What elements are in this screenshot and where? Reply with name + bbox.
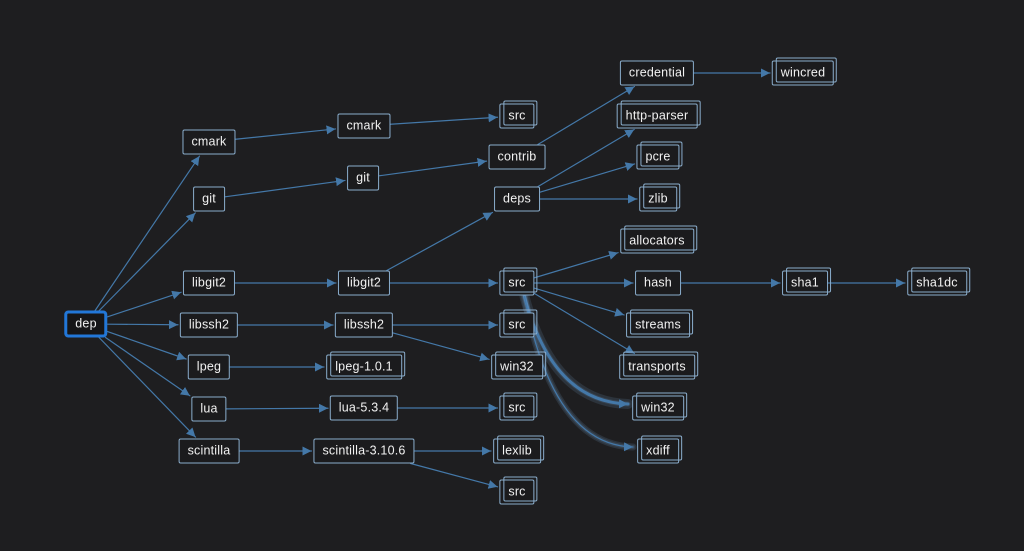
edge-contrib-credential <box>537 85 636 146</box>
graph-node-lpeg-1-0-1[interactable]: lpeg-1.0.1 <box>326 351 405 380</box>
edge-src-libgit2-allocators <box>533 250 619 279</box>
edge-dep-libssh2-1 <box>106 320 179 330</box>
graph-node-src-cmark[interactable]: src <box>499 100 538 129</box>
edge-libgit2-2-deps <box>386 211 494 272</box>
graph-node-win32-libssh2[interactable]: win32 <box>491 351 546 380</box>
graph-node-lua1[interactable]: lua <box>191 396 227 422</box>
graph-node-scintilla1[interactable]: scintilla <box>178 438 240 464</box>
graph-node-credential[interactable]: credential <box>619 60 695 86</box>
graph-node-win32-libgit2[interactable]: win32 <box>632 392 687 421</box>
graph-node-git1[interactable]: git <box>193 186 225 212</box>
graph-node-git2[interactable]: git <box>347 165 379 191</box>
graph-node-lexlib[interactable]: lexlib <box>493 435 544 464</box>
edge-dep-libgit2-1 <box>106 290 182 318</box>
edge-src-libgit2-streams <box>533 287 625 317</box>
graph-node-src-lua[interactable]: src <box>499 392 538 421</box>
graph-node-transports[interactable]: transports <box>619 351 698 380</box>
graph-node-deps[interactable]: deps <box>494 186 540 212</box>
graph-node-xdiff[interactable]: xdiff <box>637 435 682 464</box>
edge-dep-lpeg1 <box>106 330 187 361</box>
graph-node-libgit2-1[interactable]: libgit2 <box>182 270 236 296</box>
graph-node-sha1dc[interactable]: sha1dc <box>907 267 970 296</box>
graph-node-src-libssh2[interactable]: src <box>499 309 538 338</box>
edge-src-libgit2-transports <box>533 292 636 355</box>
graph-node-src-scintilla[interactable]: src <box>499 476 538 505</box>
graph-node-lua-5-3-4[interactable]: lua-5.3.4 <box>329 395 399 421</box>
edge-lua1-lua-5-3-4 <box>225 403 329 413</box>
graph-node-zlib[interactable]: zlib <box>639 183 680 212</box>
edge-libssh2-2-win32-libssh2 <box>392 332 490 362</box>
edge-scintilla-3-10-6-src-scintilla <box>410 462 499 489</box>
graph-node-src-libgit2[interactable]: src <box>499 267 538 296</box>
edge-git2-contrib <box>378 157 488 177</box>
edge-dep-cmark1 <box>94 155 201 312</box>
edge-deps-http-parser <box>537 128 635 188</box>
edge-deps-pcre <box>539 162 636 193</box>
graph-node-pcre[interactable]: pcre <box>636 141 683 170</box>
graph-node-contrib[interactable]: contrib <box>488 144 546 170</box>
graph-node-hash[interactable]: hash <box>635 270 681 296</box>
graph-node-lpeg1[interactable]: lpeg <box>187 354 231 380</box>
graph-node-scintilla-3-10-6[interactable]: scintilla-3.10.6 <box>313 438 415 464</box>
graph-node-libssh2-2[interactable]: libssh2 <box>334 312 394 338</box>
edge-dep-scintilla1 <box>98 336 197 438</box>
edge-cmark2-src-cmark <box>389 113 499 125</box>
graph-node-libssh2-1[interactable]: libssh2 <box>179 312 239 338</box>
graph-node-http-parser[interactable]: http-parser <box>616 100 700 129</box>
graph-node-wincred[interactable]: wincred <box>771 57 838 86</box>
edge-git1-git2 <box>224 177 346 198</box>
graph-node-cmark2[interactable]: cmark <box>337 113 391 139</box>
graph-node-streams[interactable]: streams <box>626 309 693 338</box>
edge-dep-lua1 <box>104 336 191 397</box>
edge-dep-git1 <box>98 212 196 312</box>
graph-node-dep[interactable]: dep <box>64 310 108 338</box>
edge-cmark1-cmark2 <box>234 125 337 140</box>
graph-node-cmark1[interactable]: cmark <box>182 129 236 155</box>
graph-node-sha1[interactable]: sha1 <box>782 267 831 296</box>
graph-node-libgit2-2[interactable]: libgit2 <box>337 270 391 296</box>
graph-node-allocators[interactable]: allocators <box>620 225 697 254</box>
